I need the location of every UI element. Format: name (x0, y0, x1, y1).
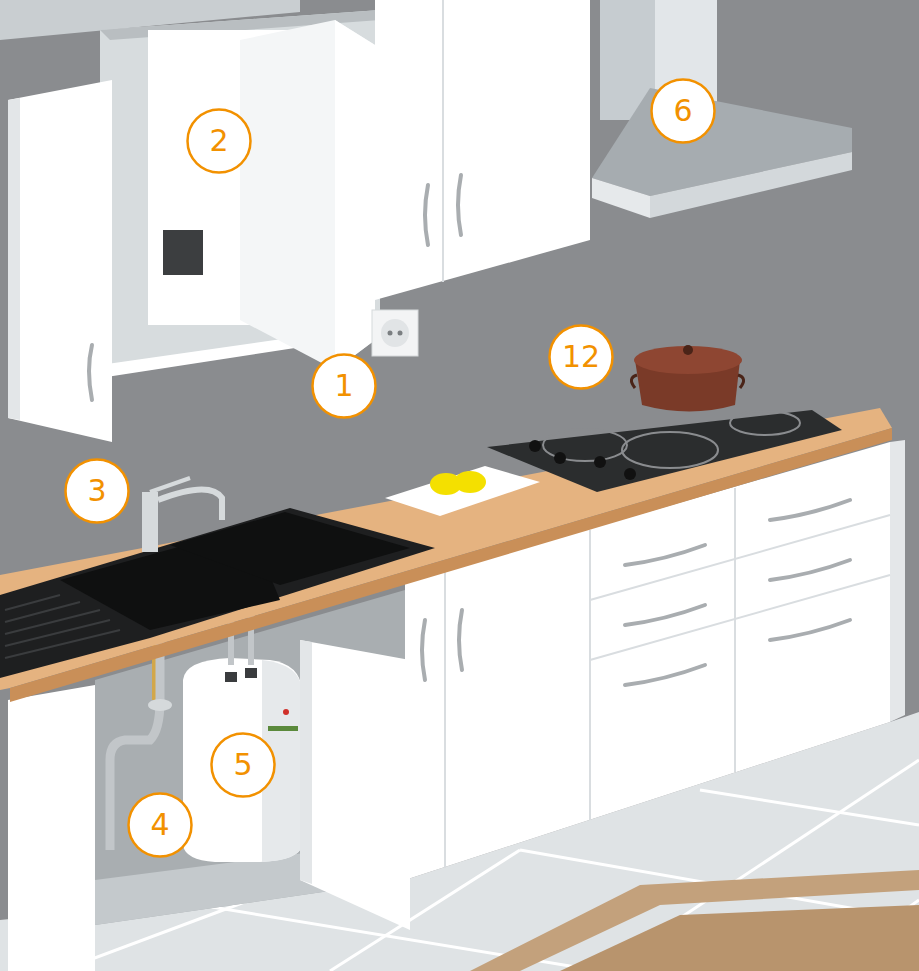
callout-circle: 1 (311, 353, 377, 419)
wood-floor (560, 905, 919, 971)
cabinet-door-edge (335, 20, 375, 370)
callout-circle: 12 (548, 324, 614, 390)
callout-ring (66, 460, 129, 523)
callout-ring (129, 794, 192, 857)
countertop (0, 408, 892, 690)
cabinet-door (300, 640, 410, 930)
pot-lid (634, 346, 742, 374)
callout-ring (550, 326, 613, 389)
callout-circle: 3 (64, 458, 130, 524)
callout-number: 3 (87, 476, 106, 506)
cabinet-door-edge (300, 640, 312, 884)
handle (425, 185, 428, 245)
cabinet-door (8, 685, 95, 971)
hood-front (650, 152, 852, 218)
indicator-light (283, 709, 289, 715)
wall-cabinet (375, 0, 590, 300)
handle (458, 175, 461, 235)
sink-basin (170, 512, 410, 585)
boiler-display (163, 230, 203, 275)
cabinet-door-edge (8, 98, 20, 420)
burners (543, 411, 800, 468)
callout-ring (652, 80, 715, 143)
pipe-fitting (245, 668, 257, 678)
sink (0, 508, 435, 678)
door-gap (444, 572, 446, 868)
callout-number: 6 (673, 96, 692, 126)
socket-face (381, 319, 409, 347)
base-cabinet-side (890, 440, 905, 722)
callout-circle: 5 (210, 732, 276, 798)
hood-front (592, 178, 650, 218)
door-gap (589, 530, 591, 820)
pot-handle (738, 375, 744, 388)
wood-floor (470, 870, 919, 971)
callout-number: 2 (209, 126, 228, 156)
handle (89, 345, 92, 400)
callout-ring (313, 355, 376, 418)
door-gap (442, 0, 444, 282)
faucet (142, 492, 158, 552)
drawer-gap (590, 575, 890, 660)
lemon (454, 471, 486, 493)
countertop-edge (10, 428, 892, 702)
pipe-fitting (225, 672, 237, 682)
door-gap (734, 488, 736, 772)
hob-knobs (529, 440, 636, 480)
callout-circle: 2 (186, 108, 252, 174)
faucet-spout (158, 489, 222, 520)
callout-number: 5 (233, 750, 252, 780)
water-heater (183, 658, 302, 862)
callout-ring (212, 734, 275, 797)
cutting-board (385, 466, 540, 516)
callout-circle: 4 (127, 792, 193, 858)
hood-top (592, 88, 852, 196)
pot-handle (631, 375, 637, 388)
pot-knob (683, 345, 693, 355)
callout-ring (188, 110, 251, 173)
callout-circle: 6 (650, 78, 716, 144)
drain-trap (148, 699, 172, 711)
drainboard-ribs (5, 595, 120, 658)
cabinet-door (8, 80, 112, 442)
cabinet-door (240, 20, 375, 370)
callout-number: 4 (150, 810, 169, 840)
callout-number: 1 (334, 371, 353, 401)
socket-hole (388, 331, 393, 336)
socket-hole (398, 331, 403, 336)
wall-socket (372, 310, 418, 356)
callout-number: 12 (562, 342, 600, 372)
hob (487, 410, 842, 492)
cabinet-interior (100, 10, 380, 370)
heater-stripe (268, 726, 298, 731)
faucet-lever (150, 478, 190, 492)
